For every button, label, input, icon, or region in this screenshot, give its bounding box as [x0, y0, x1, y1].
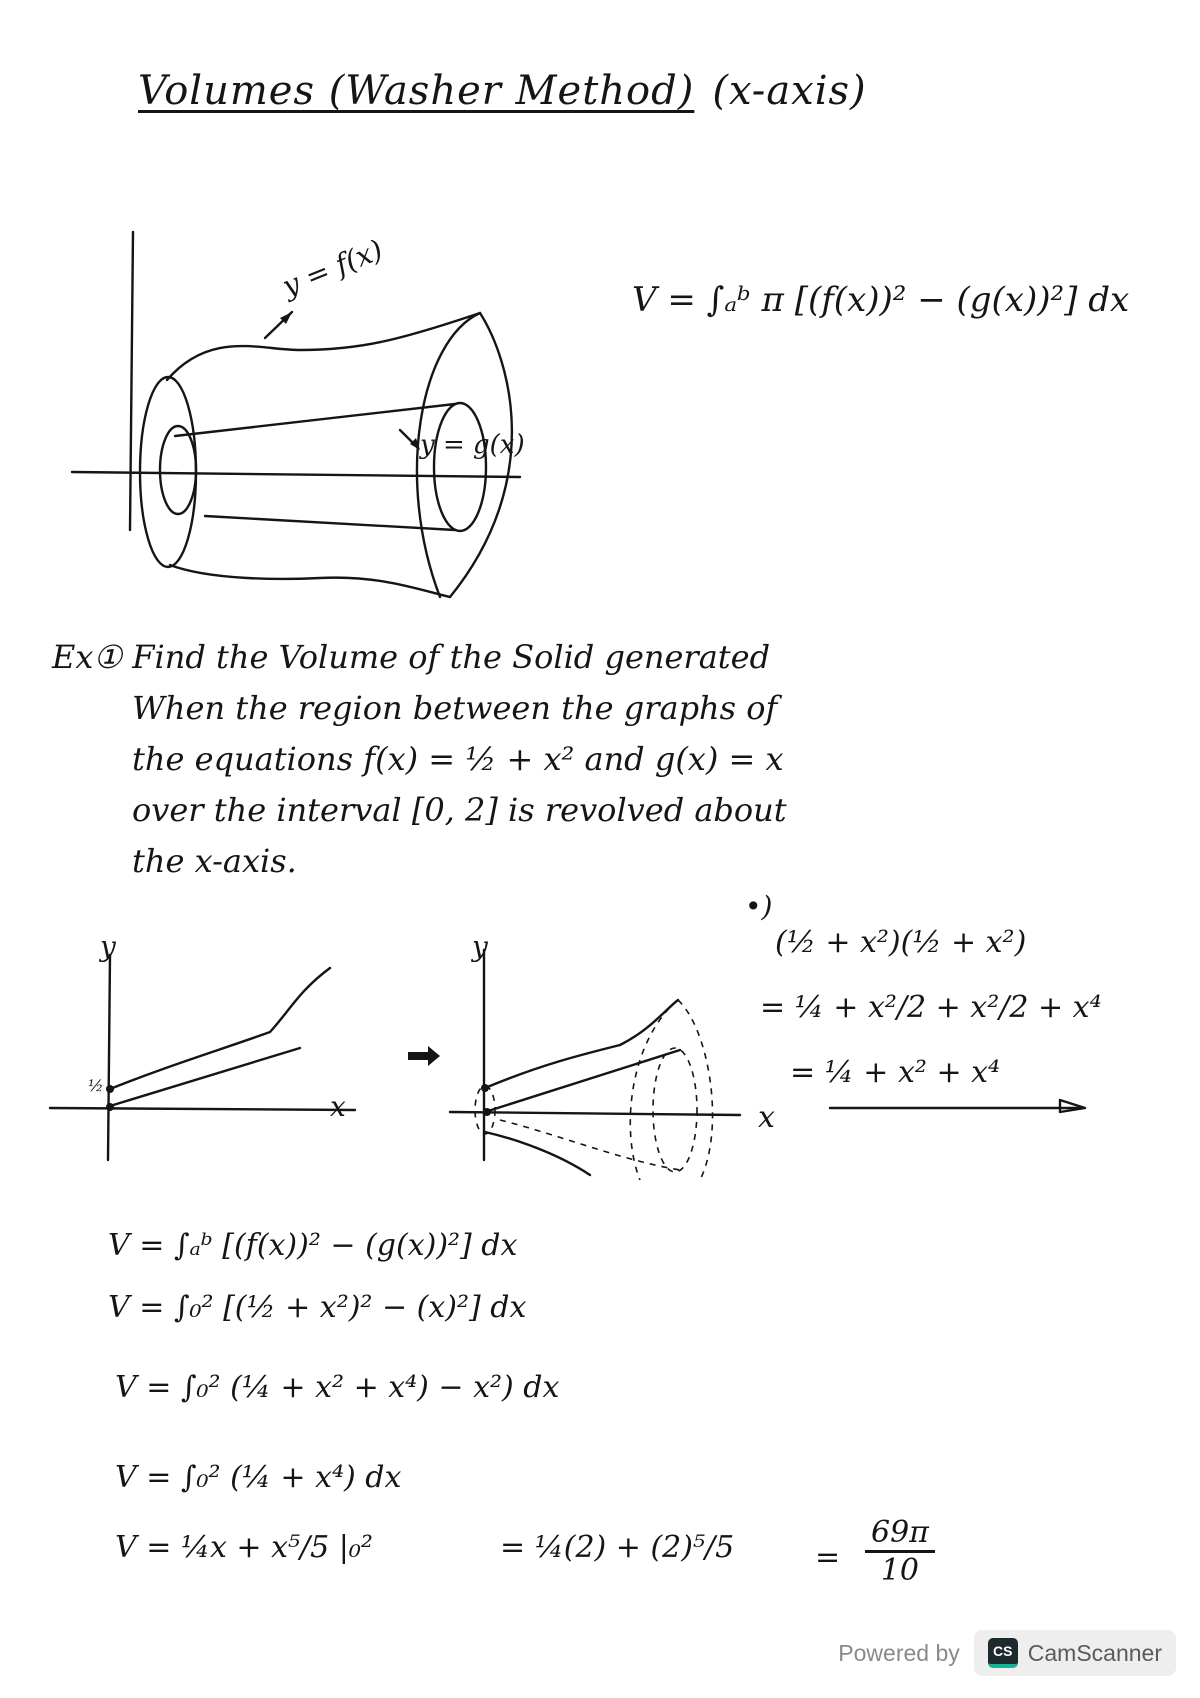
title-main: Volumes (Washer Method)	[138, 68, 695, 114]
camscanner-badge: CS CamScanner	[973, 1630, 1176, 1676]
solution-result: 69π 10	[865, 1515, 935, 1588]
graph1-tick-half: ½	[88, 1076, 104, 1095]
side-work-bullet: •)	[745, 890, 773, 923]
solution-step-3: V = ∫₀² (¼ + x² + x⁴) − x²) dx	[115, 1370, 560, 1405]
washer-formula: V = ∫ₐᵇ π [(f(x))² − (g(x))²] dx	[632, 280, 1130, 320]
graph2-y-label: y	[472, 930, 488, 963]
camscanner-logo-icon: CS	[987, 1638, 1018, 1668]
solution-result-equals: =	[815, 1540, 841, 1575]
problem-line-3: the equations f(x) = ½ + x² and g(x) = x	[132, 740, 784, 778]
powered-by-text: Powered by	[838, 1639, 960, 1666]
result-denominator: 10	[880, 1553, 920, 1588]
problem-line-4: over the interval [0, 2] is revolved abo…	[132, 791, 787, 829]
problem-line-1: Find the Volume of the Solid generated	[132, 638, 771, 676]
title-subtitle: (x-axis)	[712, 68, 867, 114]
solution-step-5: V = ¼x + x⁵/5 |₀²	[115, 1530, 373, 1565]
result-numerator: 69π	[865, 1515, 935, 1553]
washer-solid-diagram	[70, 230, 522, 599]
camscanner-brand: CamScanner	[1027, 1639, 1162, 1666]
side-work-line-3: = ¼ + x² + x⁴	[790, 1055, 1001, 1090]
label-y-equals-g-x: y = g(x)	[420, 430, 525, 460]
example-problem: Ex① Find the Volume of the Solid generat…	[52, 632, 787, 887]
example-label: Ex①	[52, 638, 123, 676]
solution-step-2: V = ∫₀² [(½ + x²)² − (x)²] dx	[108, 1290, 527, 1325]
side-work-line-2: = ¼ + x²/2 + x²/2 + x⁴	[760, 990, 1102, 1025]
graph2-x-label: x	[758, 1100, 775, 1135]
camscanner-watermark: Powered by CS CamScanner	[838, 1630, 1176, 1676]
solution-step-4: V = ∫₀² (¼ + x⁴) dx	[115, 1460, 402, 1495]
problem-line-5: the x-axis.	[132, 842, 297, 880]
graph1-x-label: x	[330, 1090, 346, 1123]
solution-step-1: V = ∫ₐᵇ [(f(x))² − (g(x))²] dx	[108, 1228, 518, 1263]
solution-evaluation: = ¼(2) + (2)⁵/5	[500, 1530, 735, 1565]
problem-line-2: When the region between the graphs of	[132, 689, 778, 727]
side-work-line-1: (½ + x²)(½ + x²)	[775, 925, 1027, 960]
page-title: Volumes (Washer Method) (x-axis)	[138, 68, 867, 114]
graph1-y-label: y	[100, 930, 116, 963]
